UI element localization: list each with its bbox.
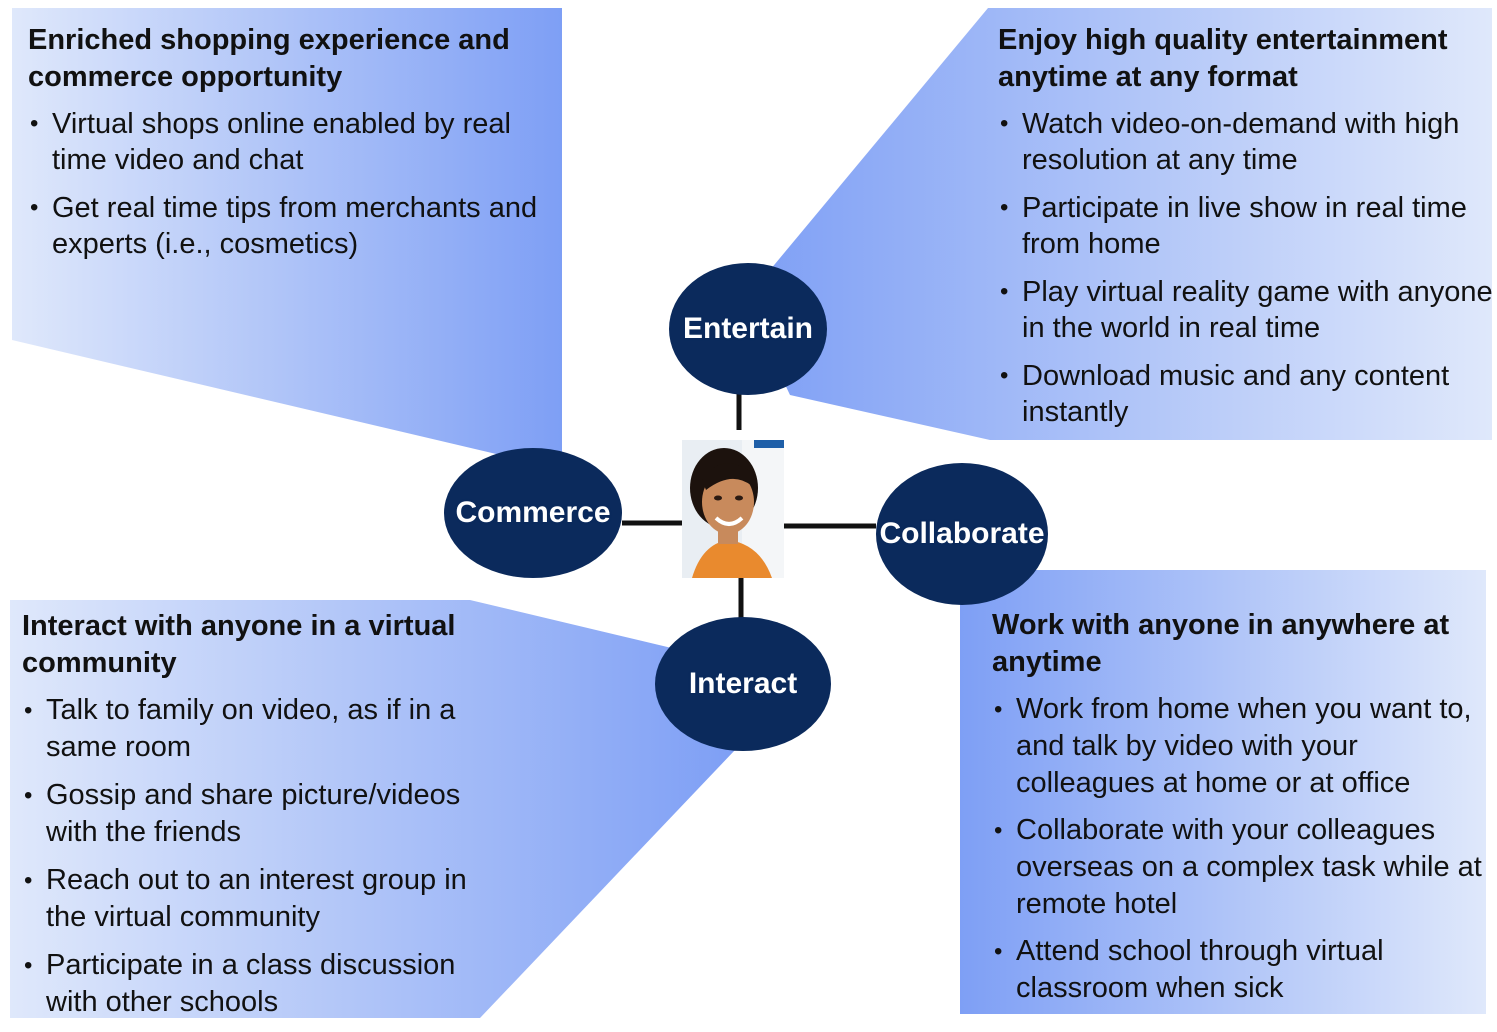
commerce-node-label: Commerce xyxy=(455,496,611,529)
list-item: Download music and any content instantly xyxy=(998,358,1493,430)
collaborate-panel: Work with anyone in anywhere at anytime … xyxy=(992,607,1482,1017)
interact-bullet-list: Talk to family on video, as if in a same… xyxy=(22,692,502,1021)
interact-node: Interact xyxy=(655,617,831,751)
entertain-node-label: Entertain xyxy=(682,312,814,345)
entertain-panel-title: Enjoy high quality entertainment anytime… xyxy=(998,24,1448,93)
list-item: Participate in live show in real time fr… xyxy=(998,190,1493,262)
entertain-panel: Enjoy high quality entertainment anytime… xyxy=(998,22,1493,442)
smiling-person-photo xyxy=(682,440,784,578)
commerce-panel: Enriched shopping experience and commerc… xyxy=(28,22,548,274)
list-item: Reach out to an interest group in the vi… xyxy=(22,862,502,936)
list-item: Get real time tips from merchants and ex… xyxy=(28,190,548,262)
collaborate-node: Collaborate xyxy=(876,463,1048,605)
list-item: Talk to family on video, as if in a same… xyxy=(22,692,502,766)
list-item: Attend school through virtual classroom … xyxy=(992,933,1482,1007)
collaborate-bullet-list: Work from home when you want to, and tal… xyxy=(992,691,1482,1007)
commerce-bullet-list: Virtual shops online enabled by real tim… xyxy=(28,106,548,262)
commerce-node: Commerce xyxy=(444,448,622,578)
list-item: Watch video-on-demand with high resoluti… xyxy=(998,106,1493,178)
list-item: Gossip and share picture/videos with the… xyxy=(22,777,502,851)
list-item: Play virtual reality game with anyone in… xyxy=(998,274,1493,346)
interact-node-label: Interact xyxy=(688,667,798,700)
entertain-bullet-list: Watch video-on-demand with high resoluti… xyxy=(998,106,1493,430)
list-item: Work from home when you want to, and tal… xyxy=(992,691,1482,802)
interact-panel: Interact with anyone in a virtual commun… xyxy=(22,608,502,1032)
interact-panel-title: Interact with anyone in a virtual commun… xyxy=(22,610,456,679)
entertain-node: Entertain xyxy=(669,263,827,395)
list-item: Virtual shops online enabled by real tim… xyxy=(28,106,548,178)
collaborate-panel-title: Work with anyone in anywhere at anytime xyxy=(992,609,1450,678)
list-item: Collaborate with your colleagues oversea… xyxy=(992,812,1482,923)
collaborate-node-label: Collaborate xyxy=(879,517,1045,550)
list-item: Participate in a class discussion with o… xyxy=(22,947,502,1021)
commerce-panel-title: Enriched shopping experience and commerc… xyxy=(28,24,510,93)
